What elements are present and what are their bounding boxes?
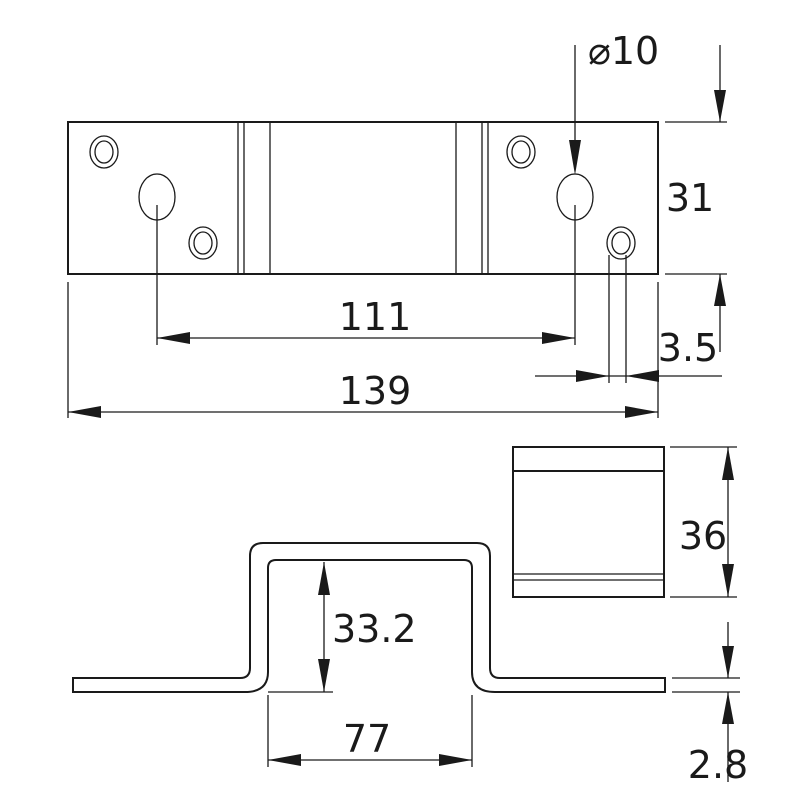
thickness-label: 2.8 [688, 743, 748, 787]
inner-height-dimension: 33.2 [268, 562, 417, 693]
plate-outline [67, 121, 659, 275]
end-view: 36 [512, 446, 737, 598]
plate-width-label: 31 [666, 176, 714, 220]
bracket-profile [72, 542, 666, 693]
countersunk-hole [606, 226, 636, 260]
plate-width-dimension: 31 [665, 45, 727, 352]
bend-lines [237, 122, 489, 274]
countersunk-hole [506, 135, 536, 169]
countersunk-hole [188, 226, 218, 260]
inner-span-label: 77 [343, 717, 391, 761]
inner-span-dimension: 77 [267, 695, 473, 767]
inner-height-label: 33.2 [332, 607, 417, 651]
top-view: ⌀10 111 139 3.5 [67, 29, 727, 418]
thickness-dimension: 2.8 [672, 622, 748, 787]
edge-offset-label: 3.5 [658, 326, 718, 370]
overall-length-label: 139 [339, 369, 412, 413]
side-view: 33.2 77 2.8 [72, 542, 748, 787]
hole-spacing-dimension: 111 [156, 205, 576, 345]
diameter-dimension: ⌀10 [569, 29, 659, 175]
diameter-label: ⌀10 [588, 29, 659, 73]
countersunk-hole [89, 135, 119, 169]
end-width-dimension: 36 [670, 446, 737, 598]
end-view-outline [512, 446, 665, 598]
edge-offset-dimension: 3.5 [535, 255, 722, 383]
hole-spacing-label: 111 [339, 295, 412, 339]
overall-length-dimension: 139 [67, 282, 659, 418]
end-width-label: 36 [679, 514, 727, 558]
